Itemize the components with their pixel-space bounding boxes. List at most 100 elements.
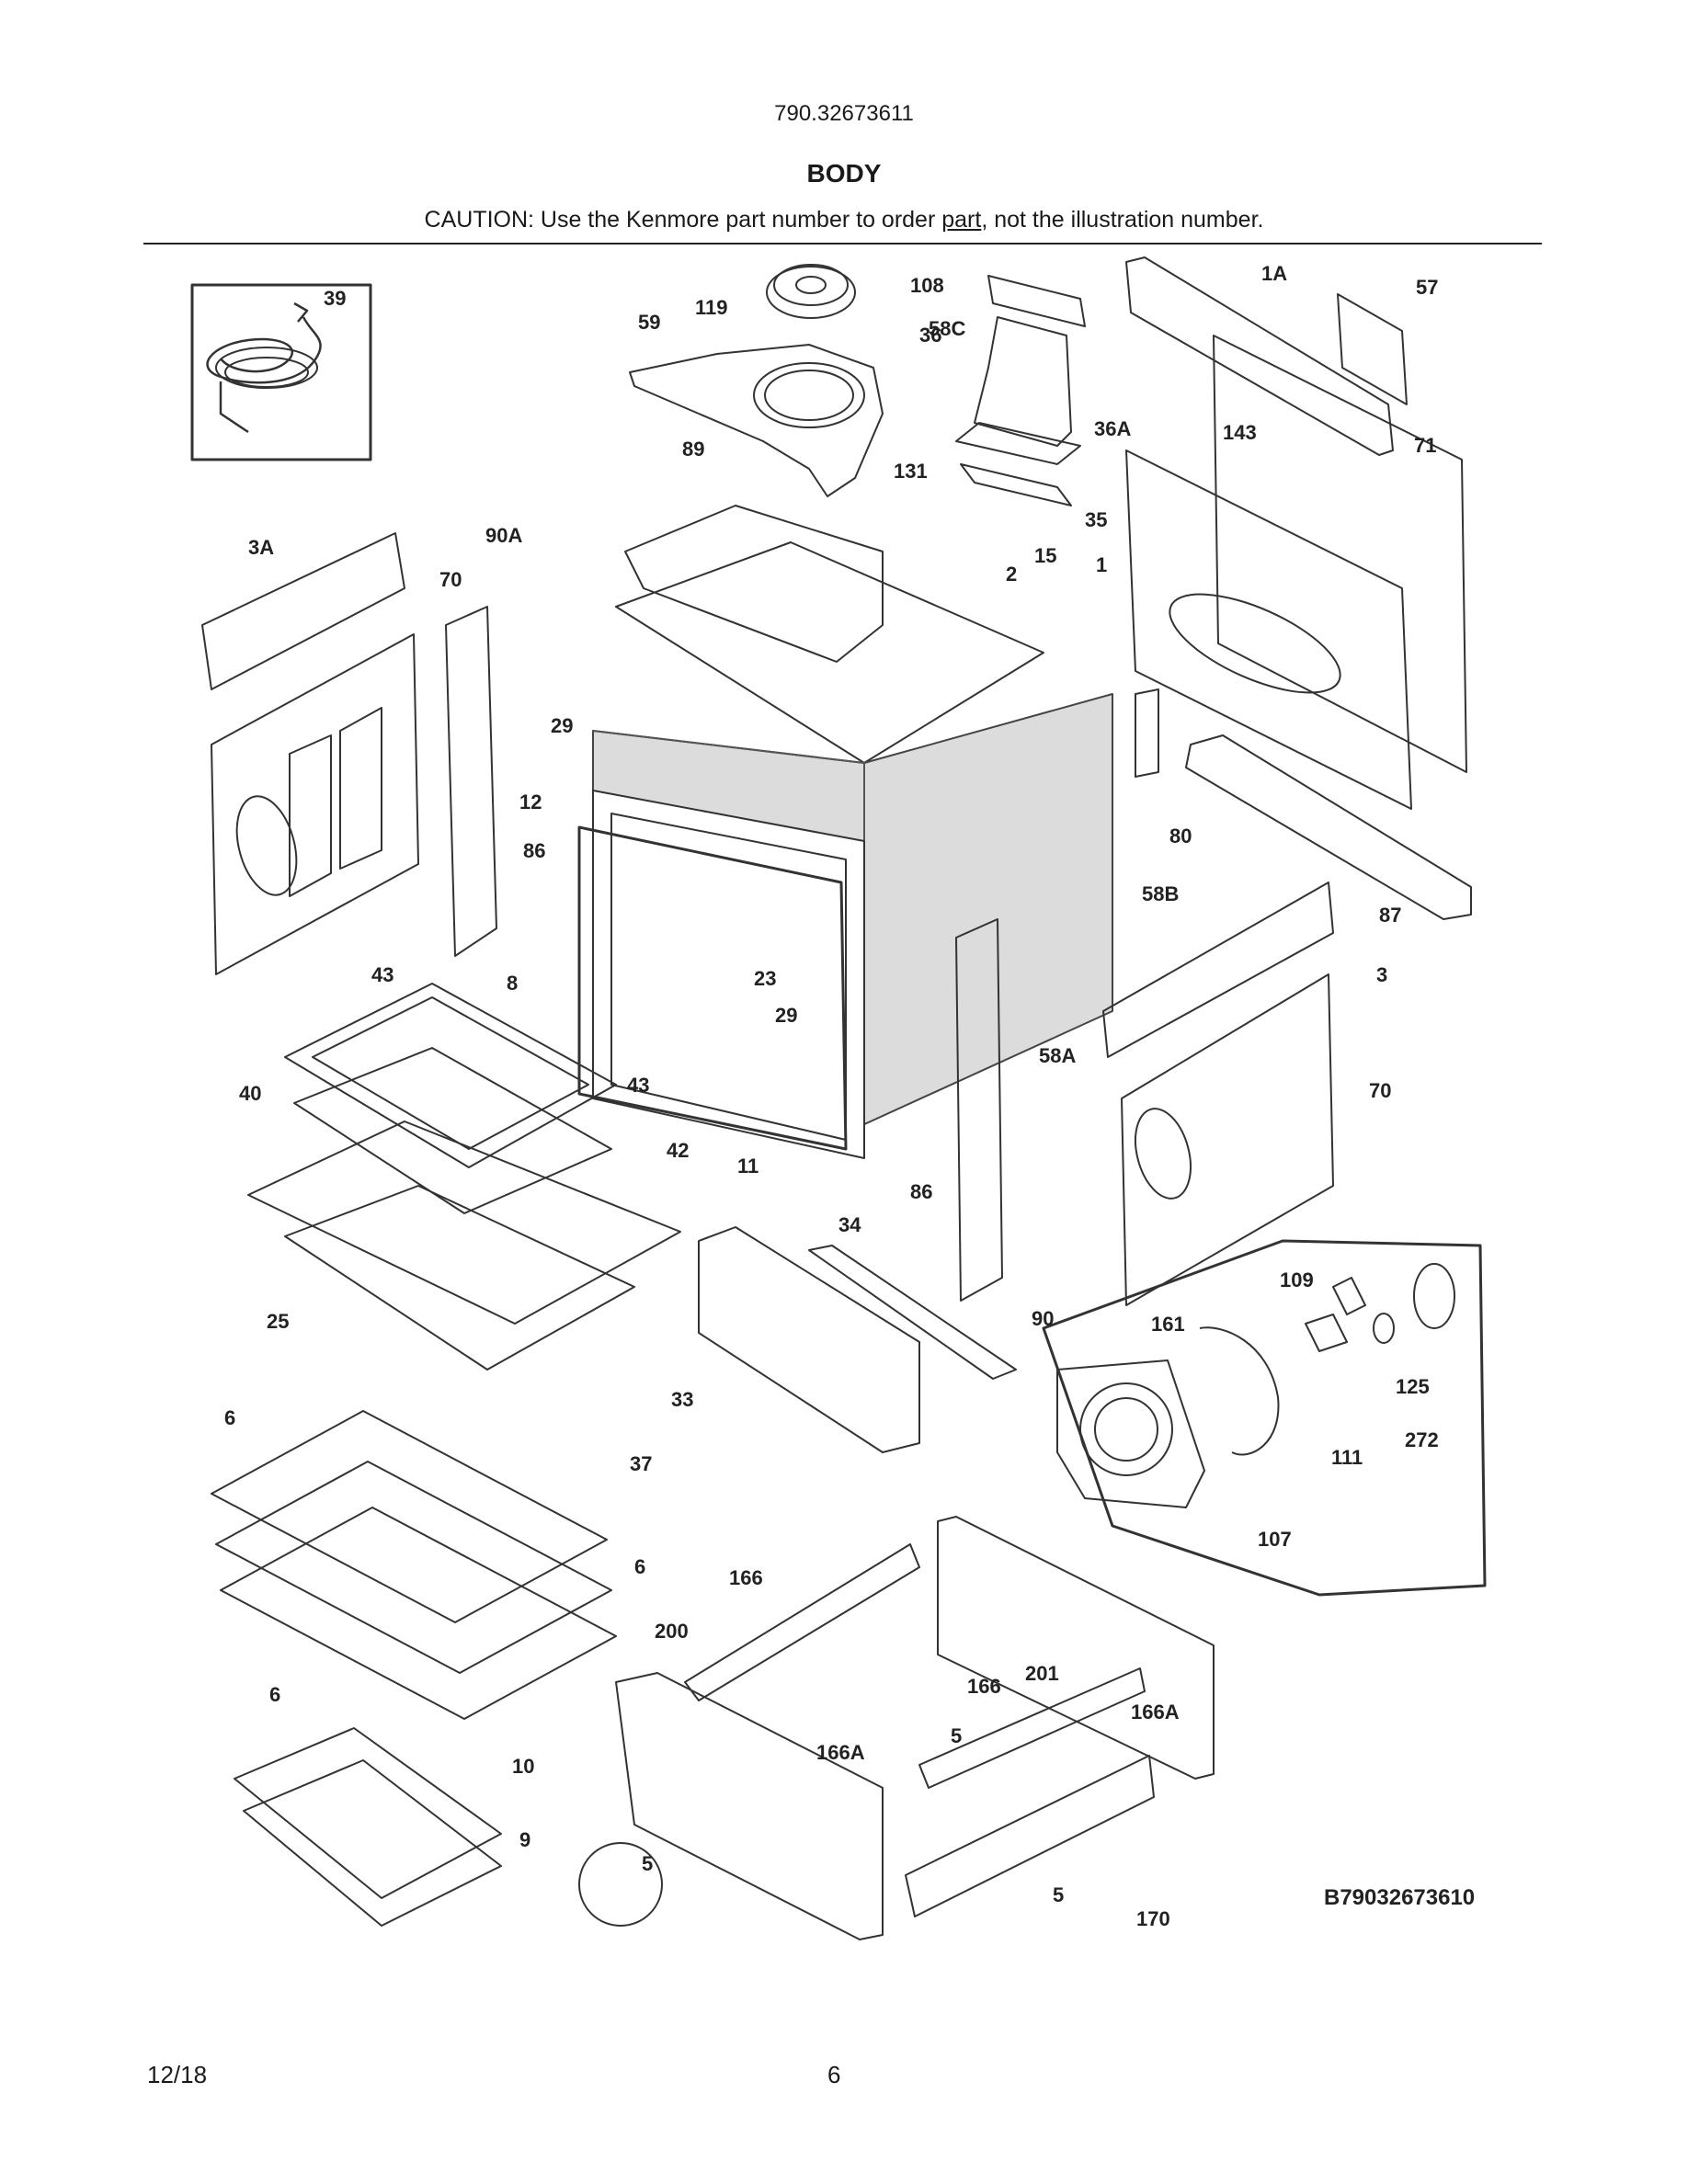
callout-272: 272 [1405,1428,1439,1451]
callout-119: 119 [695,296,728,319]
vent-cover [1337,293,1408,405]
callout-43: 43 [371,963,393,986]
callout-6: 6 [634,1555,645,1578]
side-panel-3 [1102,882,1334,1058]
callout-12: 12 [519,791,542,813]
callout-5: 5 [1053,1883,1064,1906]
footer-page-number: 6 [827,2061,841,2088]
back-panel-71 [1213,335,1467,773]
callout-80: 80 [1169,825,1192,847]
caution-suffix: , not the illustration number. [981,207,1264,233]
side-trim-90 [955,918,1003,1302]
convection-fan-inset [1042,1239,1487,1597]
parts-drawing [190,256,1487,1940]
broil-liner [284,983,617,1168]
callout-107: 107 [1258,1528,1292,1551]
power-cord-inset [190,283,372,461]
callout-71: 71 [1414,434,1436,457]
base-frame [615,1672,884,1940]
door-gasket [577,825,848,1151]
model-number: 790.32673611 [774,101,914,126]
callout-90a: 90A [485,524,522,547]
callout-37: 37 [630,1452,652,1475]
blower-duct [987,275,1086,327]
callout-9: 9 [519,1828,530,1851]
callout-42: 42 [667,1139,689,1162]
callout-6: 6 [224,1406,235,1429]
callout-87: 87 [1379,904,1401,927]
callout-58a: 58A [1039,1044,1076,1067]
callout-1a: 1A [1261,262,1287,285]
side-panel-70-right [1121,973,1334,1306]
top-panel-1a [1125,256,1394,456]
callout-125: 125 [1396,1375,1430,1398]
callout-57: 57 [1416,276,1438,299]
callout-3a: 3A [248,536,274,559]
callout-86: 86 [523,839,545,862]
oven-top-panel [615,541,1044,764]
callout-200: 200 [655,1620,689,1643]
callout-143: 143 [1223,421,1257,444]
caution-note: CAUTION: Use the Kenmore part number to … [0,207,1688,233]
rear-bracket [1185,734,1472,920]
callout-3: 3 [1376,963,1387,986]
heat-shield [624,505,884,663]
callout-201: 201 [1025,1662,1059,1685]
callout-131: 131 [894,460,928,483]
oven-front-frame [592,790,865,1159]
callout-33: 33 [671,1388,693,1411]
callout-170: 170 [1136,1907,1170,1930]
callout-2: 2 [1006,563,1017,586]
callout-34: 34 [838,1213,861,1236]
callout-36a: 36A [1094,417,1131,440]
callout-40: 40 [239,1082,261,1105]
callout-89: 89 [682,438,704,461]
caution-underlined-word: part [941,207,982,233]
callout-86: 86 [910,1180,932,1203]
caution-prefix: CAUTION: Use the Kenmore part number to … [424,207,942,233]
callout-29: 29 [775,1004,797,1027]
callout-166: 166 [967,1675,1001,1698]
callout-43: 43 [627,1074,649,1097]
callout-6: 6 [269,1683,280,1706]
side-trim-90a [445,606,497,957]
callout-59: 59 [638,311,660,334]
side-panel-3a [201,532,405,690]
leveling-leg-inset [578,1842,663,1927]
callout-161: 161 [1151,1313,1185,1336]
callout-90: 90 [1032,1307,1054,1330]
callout-111: 111 [1331,1446,1363,1469]
section-title: BODY [806,159,882,188]
header-rule [143,243,1542,245]
callout-10: 10 [512,1755,534,1778]
callout-70: 70 [439,568,462,591]
callout-58c: 58C [929,317,965,340]
callout-15: 15 [1034,544,1056,567]
callout-166: 166 [729,1566,763,1589]
callout-70: 70 [1369,1079,1391,1102]
door-liner [698,1226,920,1453]
convection-fan-housing [766,264,856,319]
callout-108: 108 [910,274,944,297]
back-panel-1 [1125,449,1412,810]
callout-23: 23 [754,967,776,990]
callout-8: 8 [507,972,518,995]
callout-25: 25 [267,1310,289,1333]
callout-166a: 166A [816,1741,865,1764]
footer-date: 12/18 [147,2061,208,2088]
callout-5: 5 [951,1724,962,1747]
callout-11: 11 [737,1155,758,1177]
vent-duct [629,344,884,497]
callout-29: 29 [551,714,573,737]
callout-109: 109 [1280,1268,1314,1291]
callout-39: 39 [324,287,346,310]
broiler-pan [234,1727,502,1899]
drawing-code: B79032673610 [1324,1885,1475,1910]
callout-58b: 58B [1142,882,1179,905]
side-panel-70-left [211,633,419,975]
callout-166a: 166A [1131,1701,1180,1723]
oven-racks [211,1410,617,1720]
callout-35: 35 [1085,508,1107,531]
